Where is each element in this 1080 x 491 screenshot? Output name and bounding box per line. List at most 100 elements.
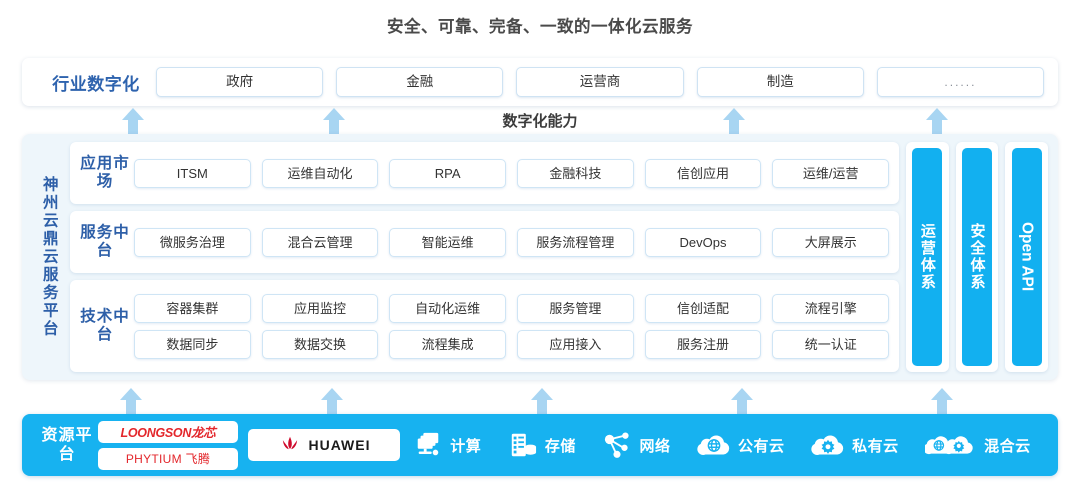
- logo-loongson-text: LOONGSON龙芯: [120, 426, 216, 440]
- resource-item-list: 计算: [400, 431, 1044, 459]
- resource-arrow-row: [0, 382, 1080, 414]
- row-grid-tech-midplatform: 容器集群 应用监控 自动化运维 服务管理 信创适配 流程引擎 数据同步 数据交换…: [134, 293, 890, 359]
- row-label-tech-midplatform: 技术中台: [80, 308, 130, 343]
- row-app-market: 应用市场 ITSM 运维自动化 RPA 金融科技 信创应用 运维/运营: [70, 142, 899, 204]
- chip-ops-operation[interactable]: 运维/运营: [772, 158, 890, 188]
- resource-platform-bar: 资源平台 LOONGSON龙芯 PHYTIUM 飞腾 HUA: [22, 414, 1058, 476]
- logo-phytium[interactable]: PHYTIUM 飞腾: [98, 447, 238, 470]
- compute-icon: [418, 432, 439, 456]
- up-arrow-icon: [122, 108, 144, 134]
- resource-label-public-cloud: 公有云: [738, 437, 785, 455]
- pillar-label-security: 安全体系: [968, 223, 986, 291]
- storage-icon: [511, 433, 536, 457]
- row-label-service-midplatform: 服务中台: [80, 224, 130, 259]
- private-cloud-icon: [811, 435, 844, 455]
- public-cloud-icon: [697, 435, 730, 455]
- row-label-app-market: 应用市场: [80, 155, 130, 190]
- industry-card-more[interactable]: ......: [876, 67, 1045, 97]
- chip-service-process-mgmt[interactable]: 服务流程管理: [517, 227, 634, 257]
- resource-label-hybrid-cloud: 混合云: [984, 437, 1031, 455]
- chip-line: ITSM 运维自动化 RPA 金融科技 信创应用 运维/运营: [134, 158, 890, 188]
- chip-xinchuang-adaptation[interactable]: 信创适配: [644, 293, 762, 323]
- resource-item-network[interactable]: 网络: [602, 431, 670, 459]
- pillar-open-api[interactable]: Open API: [1011, 148, 1042, 366]
- logo-loongson[interactable]: LOONGSON龙芯: [98, 420, 238, 443]
- pillar-list: 运营体系 安全体系 Open API: [906, 142, 1049, 372]
- up-arrow-icon: [531, 388, 553, 414]
- resource-item-compute[interactable]: 计算: [413, 431, 481, 459]
- resource-item-private-cloud[interactable]: 私有云: [811, 431, 899, 459]
- chip-rpa[interactable]: RPA: [389, 158, 507, 188]
- up-arrow-icon: [120, 388, 142, 414]
- pillar-label-openapi: Open API: [1018, 222, 1036, 292]
- hybrid-cloud-icon: [925, 436, 973, 455]
- vendor-logo-list: LOONGSON龙芯 PHYTIUM 飞腾 HUAWEI: [98, 420, 400, 470]
- chip-app-access[interactable]: 应用接入: [517, 329, 634, 359]
- pillar-slot-operations: 运营体系: [906, 142, 949, 372]
- chip-ops-automation[interactable]: 运维自动化: [261, 158, 379, 188]
- chip-service-registry[interactable]: 服务注册: [644, 329, 762, 359]
- resource-label-compute: 计算: [450, 437, 482, 455]
- network-icon: [605, 432, 630, 458]
- chip-container-cluster[interactable]: 容器集群: [134, 293, 251, 323]
- industry-card-government[interactable]: 政府: [156, 67, 324, 97]
- huawei-flower-icon: [282, 436, 297, 450]
- up-arrow-icon: [931, 388, 953, 414]
- industry-band: 行业数字化 政府 金融 运营商 制造 ......: [22, 58, 1058, 106]
- industry-card-finance[interactable]: 金融: [336, 67, 504, 97]
- chip-devops[interactable]: DevOps: [644, 227, 762, 257]
- chip-dashboard-display[interactable]: 大屏展示: [772, 227, 890, 257]
- row-service-midplatform: 服务中台 微服务治理 混合云管理 智能运维 服务流程管理 DevOps 大屏展示: [70, 211, 899, 273]
- chip-intelligent-ops[interactable]: 智能运维: [389, 227, 507, 257]
- pillar-slot-security: 安全体系: [955, 142, 999, 372]
- chip-automated-ops[interactable]: 自动化运维: [389, 293, 507, 323]
- pillar-label-operations: 运营体系: [918, 223, 936, 291]
- resource-platform-label: 资源平台: [41, 426, 93, 463]
- platform-body: 应用市场 ITSM 运维自动化 RPA 金融科技 信创应用 运维/运营: [70, 142, 1049, 372]
- resource-label-storage: 存储: [544, 437, 576, 455]
- chip-service-mgmt[interactable]: 服务管理: [517, 293, 634, 323]
- resource-item-public-cloud[interactable]: 公有云: [697, 431, 785, 459]
- pillar-slot-openapi: Open API: [1005, 142, 1049, 372]
- resource-item-storage[interactable]: 存储: [508, 431, 576, 459]
- logo-phytium-text: PHYTIUM 飞腾: [125, 452, 211, 466]
- chip-hybrid-cloud-mgmt[interactable]: 混合云管理: [261, 227, 379, 257]
- row-tech-midplatform: 技术中台 容器集群 应用监控 自动化运维 服务管理 信创适配 流程引擎 数据同步: [70, 280, 899, 372]
- row-grid-service-midplatform: 微服务治理 混合云管理 智能运维 服务流程管理 DevOps 大屏展示: [134, 227, 890, 257]
- chip-xinchuang-app[interactable]: 信创应用: [644, 158, 762, 188]
- resource-label-network: 网络: [639, 437, 671, 455]
- chip-itsm[interactable]: ITSM: [134, 158, 251, 188]
- chip-process-engine[interactable]: 流程引擎: [772, 293, 890, 323]
- chip-line: 微服务治理 混合云管理 智能运维 服务流程管理 DevOps 大屏展示: [134, 227, 890, 257]
- chip-line: 容器集群 应用监控 自动化运维 服务管理 信创适配 流程引擎: [134, 293, 890, 323]
- platform-side-label: 神州云鼎云服务平台: [28, 142, 70, 372]
- chip-microservice-governance[interactable]: 微服务治理: [134, 227, 251, 257]
- platform-row-list: 应用市场 ITSM 运维自动化 RPA 金融科技 信创应用 运维/运营: [70, 142, 899, 372]
- industry-card-manufacturing[interactable]: 制造: [696, 67, 864, 97]
- chip-unified-auth[interactable]: 统一认证: [772, 329, 890, 359]
- capability-label: 数字化能力: [502, 113, 578, 130]
- chip-vendor-stack: LOONGSON龙芯 PHYTIUM 飞腾: [98, 420, 238, 470]
- chip-data-sync[interactable]: 数据同步: [134, 329, 251, 359]
- chip-process-integration[interactable]: 流程集成: [389, 329, 507, 359]
- chip-fintech[interactable]: 金融科技: [517, 158, 634, 188]
- industry-card-operator[interactable]: 运营商: [516, 67, 684, 97]
- industry-card-list: 政府 金融 运营商 制造 ......: [156, 67, 1045, 97]
- logo-huawei-text: HUAWEI: [308, 437, 371, 453]
- resource-item-hybrid-cloud[interactable]: 混合云: [925, 431, 1031, 459]
- page-title: 安全、可靠、完备、一致的一体化云服务: [387, 18, 693, 36]
- chip-app-monitoring[interactable]: 应用监控: [261, 293, 379, 323]
- pillar-operations-system[interactable]: 运营体系: [912, 148, 943, 366]
- capability-arrow-row: 数字化能力: [0, 106, 1080, 134]
- platform-side-label-text: 神州云鼎云服务平台: [40, 176, 58, 338]
- pillar-security-system[interactable]: 安全体系: [962, 148, 992, 366]
- logo-huawei[interactable]: HUAWEI: [248, 429, 400, 461]
- up-arrow-icon: [926, 108, 948, 134]
- chip-line: 数据同步 数据交换 流程集成 应用接入 服务注册 统一认证: [134, 329, 890, 359]
- up-arrow-icon: [323, 108, 345, 134]
- row-grid-app-market: ITSM 运维自动化 RPA 金融科技 信创应用 运维/运营: [134, 158, 890, 188]
- chip-data-exchange[interactable]: 数据交换: [261, 329, 379, 359]
- resource-label-private-cloud: 私有云: [852, 437, 899, 455]
- up-arrow-icon: [731, 388, 753, 414]
